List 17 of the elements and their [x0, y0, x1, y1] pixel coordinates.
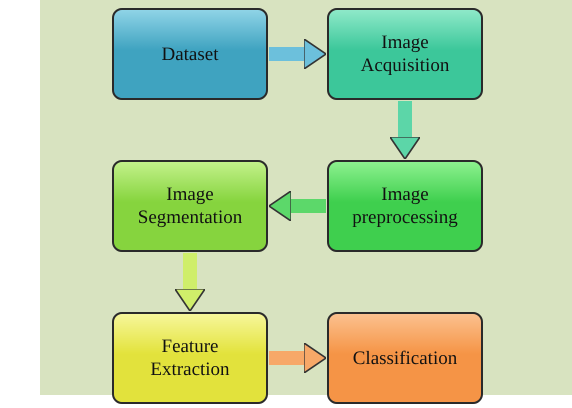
box-label: Classification	[352, 346, 458, 370]
box-label: Feature Extraction	[149, 335, 231, 381]
box-label: Dataset	[162, 42, 218, 66]
process-box	[327, 8, 483, 100]
block-arrow	[269, 42, 327, 66]
block-arrow	[268, 194, 326, 218]
process-box	[112, 8, 268, 100]
box-label: Image Acquisition	[360, 31, 450, 77]
process-box	[327, 312, 483, 404]
block-arrow	[393, 101, 417, 160]
process-box	[112, 160, 268, 252]
box-label: Image Segmentation	[136, 183, 244, 229]
block-arrow	[269, 346, 327, 370]
block-arrow	[178, 253, 202, 312]
process-box	[112, 312, 268, 404]
process-box	[327, 160, 483, 252]
box-label: Image preprocessing	[351, 183, 459, 229]
